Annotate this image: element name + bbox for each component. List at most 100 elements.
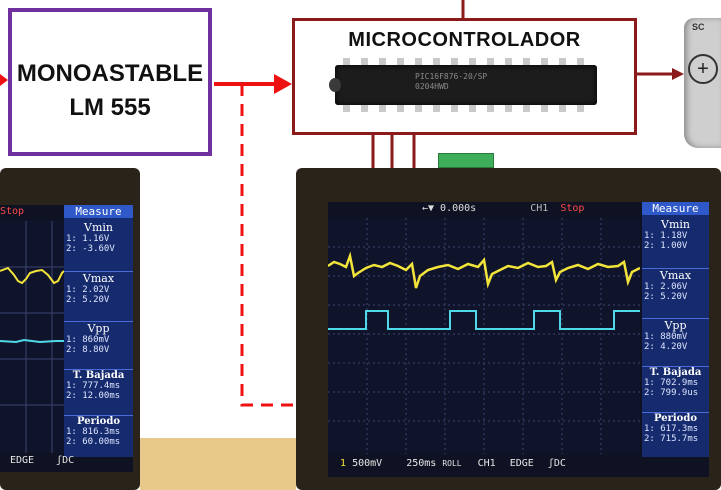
- chip-pin: [433, 105, 440, 112]
- measurement-ch2: 2: 799.9us: [644, 388, 699, 398]
- right-stop-label: Stop: [560, 203, 585, 214]
- background-band: [140, 438, 296, 490]
- trigger-position: ←▼ 0.000s: [422, 203, 477, 214]
- left-cyan-trace: [0, 338, 64, 344]
- input-arrow-head: [0, 74, 8, 86]
- coupling: DC: [553, 458, 566, 469]
- measurement-ch2: 2: 12.00ms: [66, 391, 121, 401]
- chip-pin: [469, 58, 476, 65]
- led-component: [438, 153, 494, 168]
- trigger-edge: EDGE: [509, 458, 534, 469]
- measurement-ch2: 2: -3.60V: [66, 244, 115, 254]
- chip-pin: [451, 105, 458, 112]
- left-measure-header: Measure: [64, 205, 133, 218]
- chip-pin: [397, 105, 404, 112]
- left-stop-label: Stop: [0, 206, 25, 217]
- measurement-ch1: 1: 860mV: [66, 335, 110, 345]
- mono-to-micro-arrowhead: [274, 74, 292, 94]
- measurement-ch2: 2: 5.20V: [644, 292, 688, 302]
- measurement-ch1: 1: 777.4ms: [66, 381, 121, 391]
- measurement-name: Periodo: [76, 416, 120, 427]
- measurement-ch2: 2: 8.80V: [66, 345, 110, 355]
- ch1-scale: 500mV: [352, 458, 383, 469]
- chip-notch: [329, 78, 341, 92]
- measurement-ch2: 2: 5.20V: [66, 295, 110, 305]
- buzzer-plus-icon: +: [688, 54, 718, 84]
- monoastable-subtitle: LM 555: [69, 94, 151, 121]
- chip-pin: [379, 105, 386, 112]
- chip-pin: [397, 58, 404, 65]
- chip-pin: [433, 58, 440, 65]
- chip-pin: [559, 58, 566, 65]
- measurement-ch1: 1: 2.06V: [644, 282, 688, 292]
- chip-pin: [523, 105, 530, 112]
- measurement-name: Periodo: [653, 413, 697, 424]
- left-bottom-bar: EDGE ʃDC: [10, 455, 75, 466]
- chip-pin: [361, 58, 368, 65]
- trigger-source: CH1: [477, 458, 496, 469]
- right-bottom-bar: 1 500mV 250ms ROLL CH1 EDGE ʃDC: [340, 458, 566, 469]
- pic-chip-image: PIC16F876-20/SP 0204HWD: [329, 65, 597, 105]
- chip-pin: [505, 105, 512, 112]
- right-measure-header: Measure: [642, 202, 709, 215]
- chip-pin: [343, 105, 350, 112]
- microcontroller-title: MICROCONTROLADOR: [348, 29, 581, 51]
- chip-pin: [361, 105, 368, 112]
- chip-pin: [505, 58, 512, 65]
- chip-pin: [541, 105, 548, 112]
- chip-pin: [577, 58, 584, 65]
- left-scope-grid: [0, 221, 64, 453]
- measurement-ch1: 1: 617.3ms: [644, 424, 699, 434]
- measurement-name: Vpp: [664, 319, 687, 332]
- roll-mode: ROLL: [442, 459, 462, 468]
- measurement-ch1: 1: 1.16V: [66, 234, 110, 244]
- measurement-ch1: 1: 1.18V: [644, 231, 688, 241]
- measurement-ch2: 2: 4.20V: [644, 342, 688, 352]
- chip-pin: [415, 58, 422, 65]
- chip-pin: [379, 58, 386, 65]
- measurement-name: Vmax: [82, 272, 115, 285]
- chip-pin: [415, 105, 422, 112]
- chip-pin: [487, 58, 494, 65]
- chip-pin: [469, 105, 476, 112]
- right-top-bar: ←▼ 0.000s CH1 Stop: [422, 203, 584, 214]
- monoastable-title: MONOASTABLE: [16, 60, 204, 87]
- chip-pin: [559, 105, 566, 112]
- measurement-name: Vmax: [659, 269, 692, 282]
- measurement-ch1: 1: 816.3ms: [66, 427, 121, 437]
- measurement-ch2: 2: 1.00V: [644, 241, 688, 251]
- chip-pin: [577, 105, 584, 112]
- monoastable-block: MONOASTABLE LM 555: [8, 8, 212, 156]
- measurement-name: T. Bajada: [72, 370, 125, 381]
- microcontroller-block: MICROCONTROLADOR PIC16F876-20/SP 0204HWD: [292, 18, 637, 135]
- measurement-ch1: 1: 702.9ms: [644, 378, 699, 388]
- chip-pin: [343, 58, 350, 65]
- buzzer-component: + SC: [684, 18, 721, 148]
- left-yellow-trace: [0, 266, 64, 285]
- timebase-value: 250ms: [406, 458, 437, 469]
- left-scope-traces: [0, 221, 64, 453]
- right-scope-traces: [328, 218, 640, 454]
- chip-pin: [541, 58, 548, 65]
- measurement-name: T. Bajada: [649, 367, 702, 378]
- measurement-ch2: 2: 715.7ms: [644, 434, 699, 444]
- chip-pin: [523, 58, 530, 65]
- measurement-ch1: 1: 2.02V: [66, 285, 110, 295]
- chip-pin: [487, 105, 494, 112]
- chip-pin: [451, 58, 458, 65]
- measurement-name: Vpp: [87, 322, 110, 335]
